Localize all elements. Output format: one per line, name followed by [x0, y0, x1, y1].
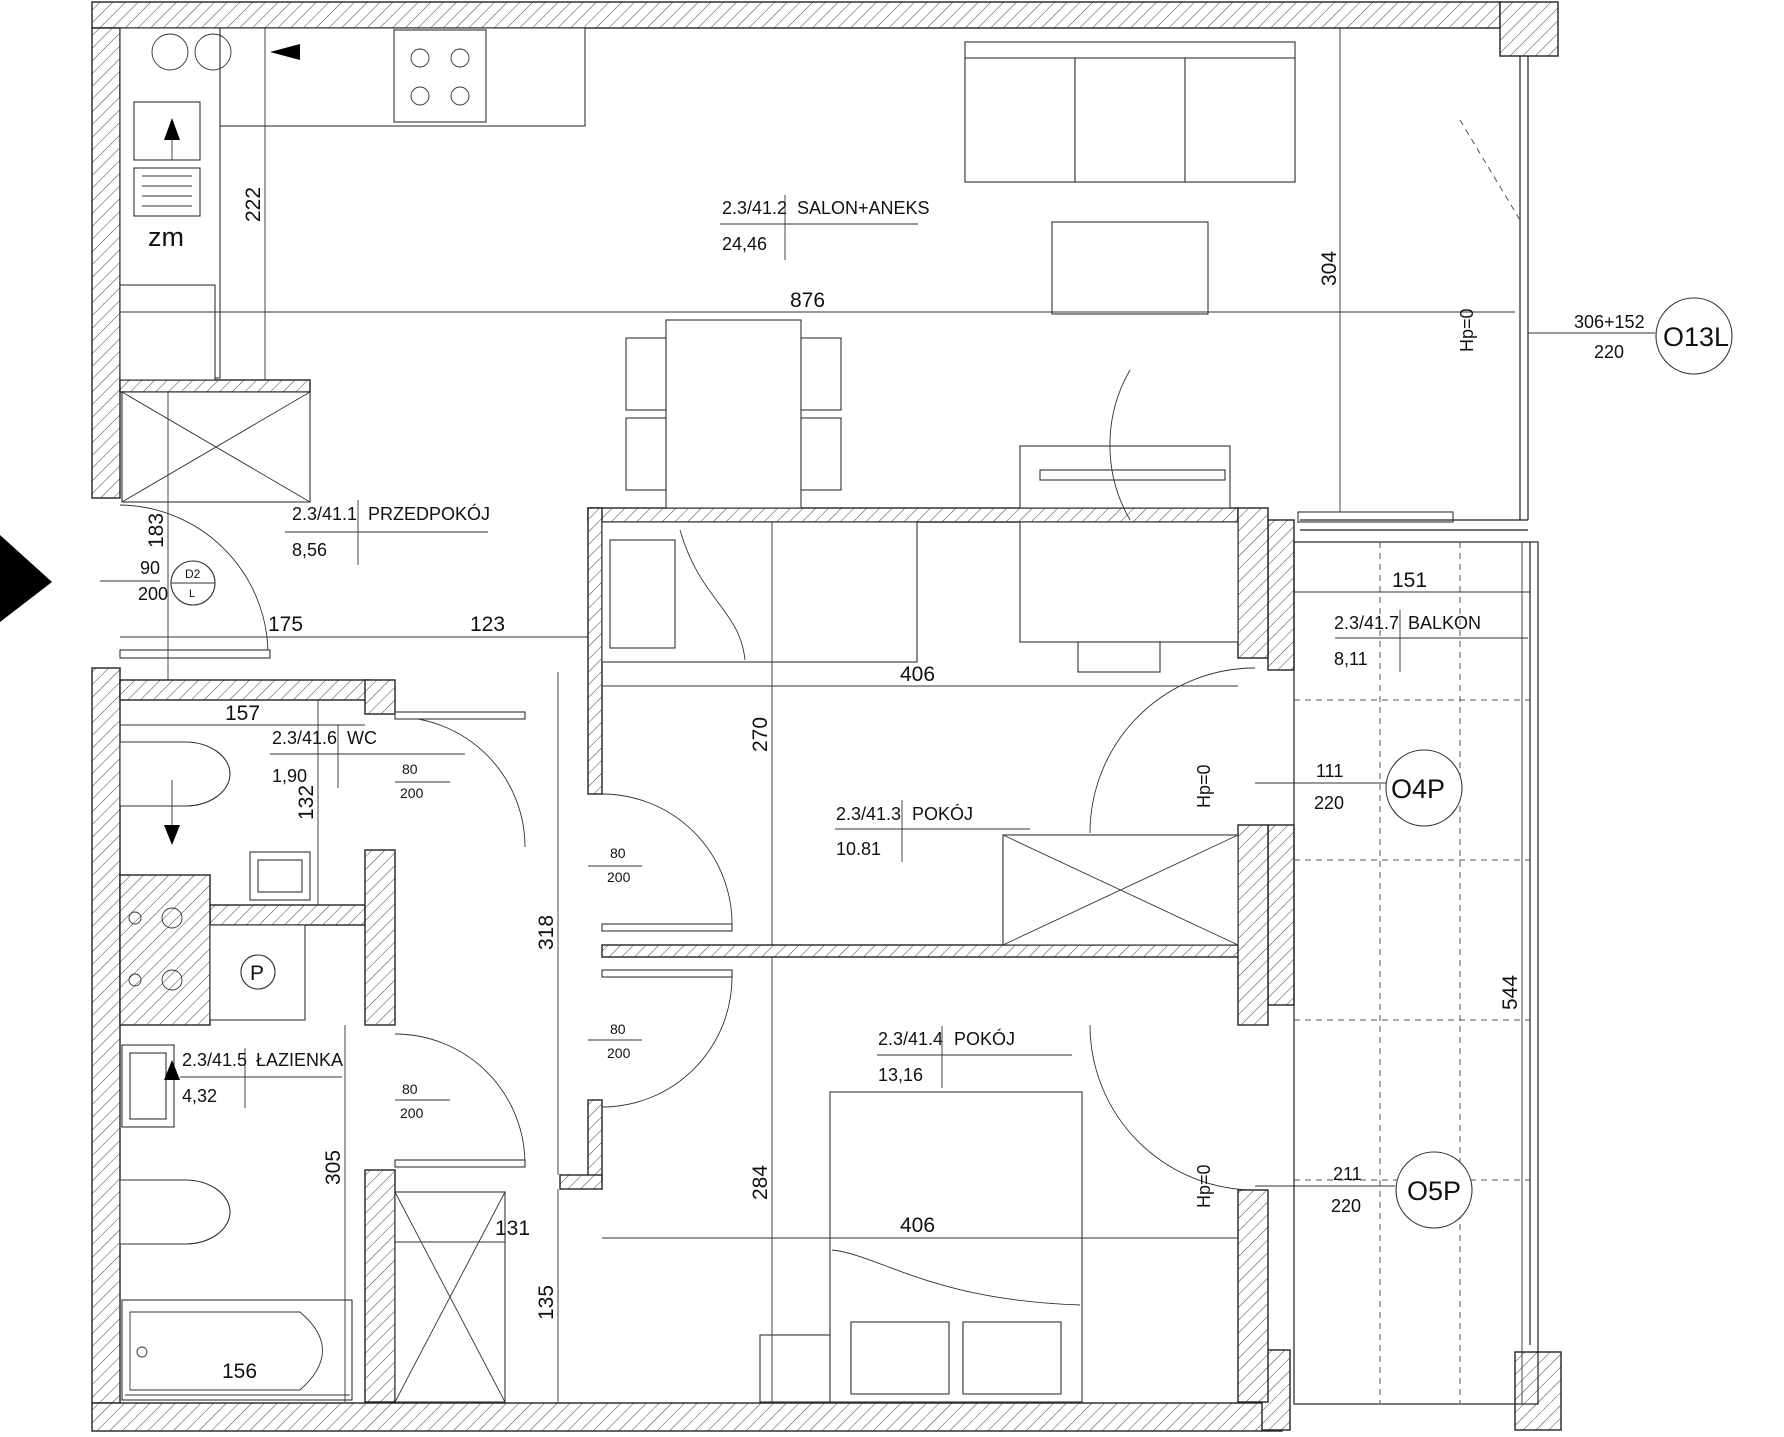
bedroom2-furniture — [394, 1091, 1083, 1403]
dim-157: 157 — [225, 702, 260, 725]
room-code-salon: 2.3/41.2 — [722, 198, 787, 218]
dim-135: 135 — [535, 1285, 558, 1320]
room-area-pokoj-2: 13,16 — [878, 1065, 923, 1085]
dim-544: 544 — [1499, 975, 1522, 1010]
room-code-pokoj-2: 2.3/41.4 — [878, 1029, 943, 1049]
kitchen — [119, 27, 586, 381]
marker-zm: zm — [148, 222, 184, 252]
dim-305: 305 — [322, 1150, 345, 1185]
room-code-wc: 2.3/41.6 — [272, 728, 337, 748]
door-labels: 90 200 D2 L 80 200 80 200 80 200 80 200 — [138, 558, 631, 1121]
marker-hp-2: Hp=0 — [1194, 764, 1214, 808]
dim-406-top: 406 — [900, 663, 935, 686]
room-code-balkon: 2.3/41.7 — [1334, 613, 1399, 633]
dim-175: 175 — [268, 613, 303, 636]
window-o4p-code: O4P — [1391, 774, 1445, 804]
room-area-salon: 24,46 — [722, 234, 767, 254]
door-swings — [119, 369, 1454, 1191]
window-o4p-height: 220 — [1314, 793, 1344, 813]
door-wc-height: 200 — [400, 785, 424, 801]
bathroom-fixtures — [119, 741, 353, 1401]
door-pokoj2-width: 80 — [610, 1021, 626, 1037]
window-o13l-circle — [1655, 297, 1733, 375]
dim-156: 156 — [222, 1360, 257, 1383]
door-wc-width: 80 — [402, 761, 418, 777]
dim-406-bottom: 406 — [900, 1214, 935, 1237]
room-area-lazienka: 4,32 — [182, 1086, 217, 1106]
window-o4p-width: 111 — [1316, 761, 1343, 781]
room-code-lazienka: 2.3/41.5 — [182, 1050, 247, 1070]
window-o5p-code: O5P — [1407, 1176, 1461, 1206]
room-area-pokoj-1: 10.81 — [836, 839, 881, 859]
dim-123: 123 — [470, 613, 505, 636]
dim-132: 132 — [295, 785, 318, 820]
door-entry-height: 200 — [138, 584, 168, 604]
door-pokoj1-height: 200 — [607, 869, 631, 885]
balcony — [1293, 56, 1539, 1405]
dim-222: 222 — [242, 187, 265, 222]
room-name-pokoj-1: POKÓJ — [912, 803, 973, 824]
window-tags: 306+152 220 O13L 111 220 O4P 211 220 O5P — [1314, 297, 1733, 1229]
room-name-wc: WC — [347, 728, 377, 748]
window-o4p-circle — [1385, 749, 1463, 827]
room-area-wc: 1,90 — [272, 766, 307, 786]
room-name-salon: SALON+ANEKS — [797, 198, 930, 218]
dim-270: 270 — [749, 717, 772, 752]
room-code-pokoj-1: 2.3/41.3 — [836, 804, 901, 824]
marker-p: P — [250, 962, 264, 985]
window-o5p-circle — [1395, 1151, 1473, 1229]
marker-hp-1: Hp=0 — [1457, 308, 1477, 352]
dim-284: 284 — [749, 1165, 772, 1200]
dim-183: 183 — [145, 513, 168, 548]
dim-131: 131 — [495, 1217, 530, 1240]
marker-p-circle — [240, 954, 276, 990]
window-o13l-height: 220 — [1594, 342, 1624, 362]
marker-hp-3: Hp=0 — [1194, 1164, 1214, 1208]
outer-walls — [91, 1, 1562, 1432]
wardrobe — [121, 391, 311, 503]
window-o13l-code: O13L — [1663, 322, 1729, 352]
room-area-przedpokoj: 8,56 — [292, 540, 327, 560]
room-area-balkon: 8,11 — [1334, 649, 1368, 669]
room-name-balkon: BALKON — [1408, 613, 1481, 633]
room-code-przedpokoj: 2.3/41.1 — [292, 504, 357, 524]
entrance-arrow — [0, 535, 52, 622]
bedroom1-furniture — [601, 521, 1239, 946]
door-entry-width: 90 — [140, 558, 160, 578]
door-lazienka-width: 80 — [402, 1081, 418, 1097]
dim-304: 304 — [1318, 251, 1341, 286]
door-tag-side: L — [189, 588, 195, 600]
door-lazienka-height: 200 — [400, 1105, 424, 1121]
dim-318: 318 — [535, 915, 558, 950]
living-furniture — [625, 41, 1296, 509]
window-o5p-height: 220 — [1331, 1196, 1361, 1216]
window-o13l-width: 306+152 — [1574, 312, 1645, 332]
door-tag-code: D2 — [185, 567, 201, 581]
door-pokoj1-width: 80 — [610, 845, 626, 861]
room-name-przedpokoj: PRZEDPOKÓJ — [368, 503, 490, 524]
room-label-frames — [100, 195, 1528, 1108]
door-pokoj2-height: 200 — [607, 1045, 631, 1061]
dim-151: 151 — [1392, 569, 1427, 592]
dim-876: 876 — [790, 289, 825, 312]
room-name-pokoj-2: POKÓJ — [954, 1028, 1015, 1049]
room-name-lazienka: ŁAZIENKA — [256, 1050, 343, 1070]
window-o5p-width: 211 — [1333, 1164, 1362, 1184]
dimension-lines — [120, 28, 1655, 1404]
